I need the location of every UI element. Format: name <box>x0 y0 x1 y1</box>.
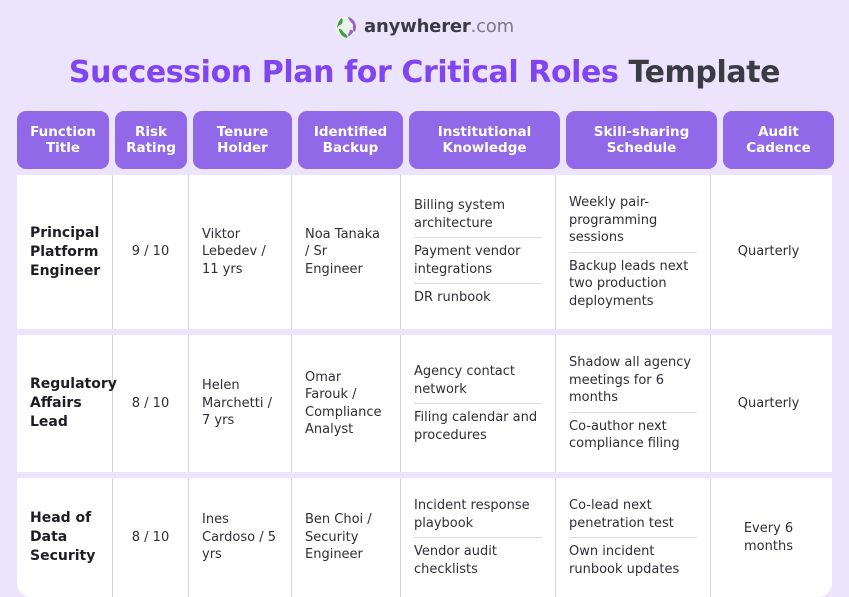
column-header-function-title: Function Title <box>17 111 109 169</box>
sub-item: Co-author next compliance filing <box>569 411 697 458</box>
column-header-line2: Holder <box>217 140 268 156</box>
column-header-line2: Backup <box>322 140 379 156</box>
column-header-line2: Title <box>45 140 81 156</box>
sub-item-list: Weekly pair-programming sessions Backup … <box>569 189 697 315</box>
sub-item-list: Agency contact network Filing calendar a… <box>414 358 542 449</box>
column-header-skill-sharing-schedule: Skill-sharing Schedule <box>566 111 717 169</box>
column-header-identified-backup: Identified Backup <box>298 111 403 169</box>
sub-item: Weekly pair-programming sessions <box>569 195 658 246</box>
column-header-tenure-holder: Tenure Holder <box>193 111 292 169</box>
cell-audit-cadence: Every 6 months <box>743 521 794 554</box>
column-header-line1: Risk <box>134 123 168 140</box>
cell-function-title: Head of Data Security <box>17 478 113 597</box>
sub-item: Co-lead next penetration test <box>569 498 674 531</box>
sub-item: Payment vendor integrations <box>414 237 542 283</box>
cell-institutional-knowledge: Billing system architecture Payment vend… <box>401 175 556 330</box>
column-header-audit-cadence: Audit Cadence <box>723 111 834 169</box>
cell-tenure-holder: Ines Cardoso / 5 yrs <box>189 478 292 597</box>
cell-audit-cadence: Quarterly <box>737 244 800 260</box>
sub-item: Backup leads next two production deploym… <box>569 251 697 316</box>
brand-tld: .com <box>470 16 515 37</box>
cell-tenure-holder: Viktor Lebedev / 11 yrs <box>189 175 292 330</box>
page-title-accent: Succession Plan for Critical Roles <box>68 55 619 90</box>
cell-identified-backup: Noa Tanaka / Sr Engineer <box>292 175 401 330</box>
cell-identified-backup: Ben Choi / Security Engineer <box>292 478 401 597</box>
sub-item: Incident response playbook <box>414 498 530 531</box>
column-header-line1: Function <box>30 123 96 140</box>
cell-function-title: Principal Platform Engineer <box>17 175 113 330</box>
cell-identified-backup: Omar Farouk / Compliance Analyst <box>292 335 401 473</box>
globe-icon <box>335 16 357 38</box>
column-header-line1: Identified <box>313 123 388 140</box>
sub-item: Shadow all agency meetings for 6 months <box>569 355 692 406</box>
column-header-line1: Tenure <box>216 123 269 140</box>
table-row: Regulatory Affairs Lead 8 / 10 Helen Mar… <box>17 335 832 473</box>
column-header-institutional-knowledge: Institutional Knowledge <box>409 111 560 169</box>
sub-item-list: Incident response playbook Vendor audit … <box>414 492 542 583</box>
brand-wordmark: anywherer.com <box>364 18 514 36</box>
cell-function-title: Regulatory Affairs Lead <box>17 335 117 473</box>
column-header-line2: Knowledge <box>442 140 527 156</box>
sub-item-list: Co-lead next penetration test Own incide… <box>569 492 697 583</box>
sub-item: Own incident runbook updates <box>569 537 697 583</box>
column-header-line1: Institutional <box>437 123 532 140</box>
sub-item: Filing calendar and procedures <box>414 403 542 449</box>
brand-name: anywherer <box>364 16 471 37</box>
table-row: Principal Platform Engineer 9 / 10 Vikto… <box>17 175 832 330</box>
column-header-line1: Skill-sharing <box>593 123 690 140</box>
sub-item-list: Shadow all agency meetings for 6 months … <box>569 349 697 458</box>
cell-skill-sharing-schedule: Co-lead next penetration test Own incide… <box>556 478 711 597</box>
page-title: Succession Plan for Critical Roles Templ… <box>0 56 849 89</box>
column-header-line1: Audit <box>758 123 799 140</box>
column-header-line2: Rating <box>126 140 176 156</box>
cell-risk-rating: 9 / 10 <box>113 175 189 330</box>
sub-item-list: Billing system architecture Payment vend… <box>414 192 542 312</box>
cell-skill-sharing-schedule: Weekly pair-programming sessions Backup … <box>556 175 711 330</box>
cell-audit-cadence: Quarterly <box>737 395 800 411</box>
cell-risk-rating: 8 / 10 <box>113 478 189 597</box>
column-header-line2: Schedule <box>606 140 677 156</box>
succession-plan-table: Function Title Risk Rating Tenure Holder… <box>17 111 834 597</box>
cell-institutional-knowledge: Incident response playbook Vendor audit … <box>401 478 556 597</box>
sub-item: Vendor audit checklists <box>414 537 542 583</box>
sub-item: Billing system architecture <box>414 198 505 231</box>
column-header-line2: Cadence <box>746 140 811 156</box>
column-header-risk-rating: Risk Rating <box>115 111 187 169</box>
sub-item: Agency contact network <box>414 364 516 397</box>
cell-risk-rating: 8 / 10 <box>113 335 189 473</box>
sub-item: DR runbook <box>414 283 542 312</box>
brand-header: anywherer.com <box>0 0 849 42</box>
page-title-rest: Template <box>628 55 781 90</box>
table-row: Head of Data Security 8 / 10 Ines Cardos… <box>17 478 832 597</box>
cell-tenure-holder: Helen Marchetti / 7 yrs <box>189 335 292 473</box>
table-header-row: Function Title Risk Rating Tenure Holder… <box>17 111 834 169</box>
cell-skill-sharing-schedule: Shadow all agency meetings for 6 months … <box>556 335 711 473</box>
cell-institutional-knowledge: Agency contact network Filing calendar a… <box>401 335 556 473</box>
